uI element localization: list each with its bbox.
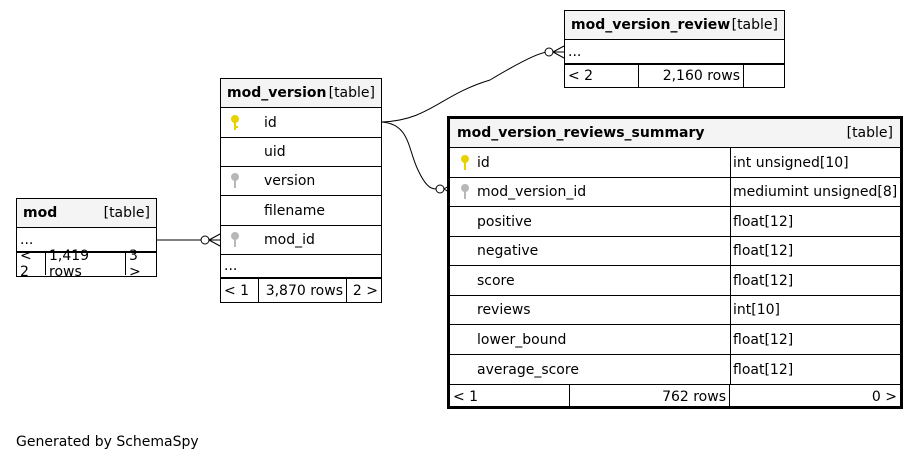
column-name: lower_bound [477, 331, 567, 348]
table-footer: < 2 1,419 rows 3 > [17, 248, 156, 280]
ellipsis: ... [20, 231, 34, 248]
prev-link[interactable]: < 2 [17, 248, 46, 280]
column-name: version [264, 173, 316, 189]
table-footer: < 1 762 rows 0 > [450, 384, 900, 408]
column-row-mod-version-id: mod_version_id mediumint unsigned[8] [450, 178, 900, 207]
table-name: mod [23, 205, 58, 221]
edge-mod-version-to-summary [381, 121, 437, 190]
column-name: mod_version_id [477, 184, 587, 200]
table-name: mod_version_reviews_summary [457, 125, 705, 141]
column-type: float[12] [733, 361, 794, 378]
primary-key-icon [460, 154, 470, 172]
column-divider [730, 296, 731, 324]
row-count: 762 rows [570, 385, 730, 408]
column-type: float[12] [733, 213, 794, 230]
edge-review-crowfoot [552, 45, 565, 59]
table-header: mod_version_reviews_summary [table] [450, 119, 900, 148]
column-divider [730, 325, 731, 354]
column-name: score [477, 272, 515, 289]
edge-review-optional-marker [544, 47, 554, 57]
row-count: 2,160 rows [639, 65, 744, 87]
table-mod-version[interactable]: mod_version [table] id uid version filen… [220, 78, 382, 303]
column-row-reviews: reviews int[10] [450, 296, 900, 325]
generated-by-note: Generated by SchemaSpy [16, 434, 199, 450]
table-header: mod_version_review [table] [565, 11, 784, 40]
column-name: negative [477, 243, 539, 259]
column-row-uid: uid [221, 138, 381, 167]
column-type: float[12] [733, 331, 794, 348]
ellipsis-row: ... [221, 255, 381, 278]
column-row-version: version [221, 167, 381, 196]
column-type: int unsigned[10] [733, 154, 849, 171]
prev-link[interactable]: < 1 [221, 279, 259, 302]
table-name: mod_version_review [571, 17, 731, 33]
prev-link[interactable]: < 2 [565, 65, 639, 87]
ellipsis-row: ... [17, 228, 156, 252]
column-row-score: score float[12] [450, 266, 900, 296]
next-link[interactable] [744, 65, 784, 87]
column-name: id [264, 114, 277, 131]
table-footer: < 1 3,870 rows 2 > [221, 278, 381, 302]
column-row-id: id int unsigned[10] [450, 148, 900, 178]
edge-mod-version-to-review [381, 51, 549, 123]
edge-summary-optional-marker [435, 184, 445, 194]
column-row-positive: positive float[12] [450, 207, 900, 237]
ellipsis: ... [224, 258, 238, 274]
edge-mod-crowfoot [208, 233, 221, 247]
column-divider [730, 237, 731, 265]
foreign-key-icon [230, 231, 240, 249]
foreign-key-icon [460, 183, 470, 201]
table-kind: [table] [103, 205, 150, 221]
column-name: mod_id [264, 232, 315, 248]
ellipsis-row: ... [565, 40, 784, 64]
column-name: uid [264, 144, 286, 160]
column-divider [730, 207, 731, 236]
column-type: mediumint unsigned[8] [733, 184, 898, 200]
column-name: filename [264, 202, 326, 219]
ellipsis: ... [568, 43, 582, 60]
next-link[interactable]: 0 > [871, 388, 897, 405]
column-list: id int unsigned[10] mod_version_id mediumin… [450, 148, 900, 384]
column-type: float[12] [733, 243, 794, 259]
column-name: average_score [477, 361, 579, 378]
column-row-id: id [221, 108, 381, 138]
table-mod-version-reviews-summary[interactable]: mod_version_reviews_summary [table] id in… [447, 116, 903, 409]
table-kind: [table] [731, 17, 778, 33]
row-count: 1,419 rows [46, 248, 126, 280]
column-row-lower-bound: lower_bound float[12] [450, 325, 900, 355]
column-name: reviews [477, 302, 531, 318]
index-key-icon [230, 172, 240, 190]
column-row-negative: negative float[12] [450, 237, 900, 266]
column-type: float[12] [733, 272, 794, 289]
table-mod[interactable]: mod [table] ... < 2 1,419 rows 3 > [16, 198, 157, 280]
column-row-mod-id: mod_id [221, 226, 381, 255]
edge-mod-optional-marker [200, 235, 210, 245]
column-divider [730, 355, 731, 384]
column-row-filename: filename [221, 196, 381, 226]
table-header: mod_version [table] [221, 79, 381, 108]
table-kind: [table] [846, 125, 893, 141]
column-divider [730, 178, 731, 206]
column-name: positive [477, 213, 532, 230]
table-footer: < 2 2,160 rows [565, 64, 784, 87]
table-name: mod_version [227, 85, 327, 101]
prev-link[interactable]: < 1 [450, 385, 570, 408]
table-kind: [table] [328, 85, 375, 101]
next-link[interactable]: 2 > [352, 282, 378, 299]
row-count: 3,870 rows [259, 279, 347, 302]
column-divider [730, 148, 731, 177]
column-name: id [477, 154, 490, 171]
next-link[interactable]: 3 > [129, 248, 141, 280]
column-type: int[10] [733, 302, 780, 318]
primary-key-icon [230, 114, 240, 132]
table-header: mod [table] [17, 199, 156, 228]
column-divider [730, 266, 731, 295]
table-mod-version-review[interactable]: mod_version_review [table] ... < 2 2,160… [564, 10, 785, 88]
column-row-average-score: average_score float[12] [450, 355, 900, 384]
